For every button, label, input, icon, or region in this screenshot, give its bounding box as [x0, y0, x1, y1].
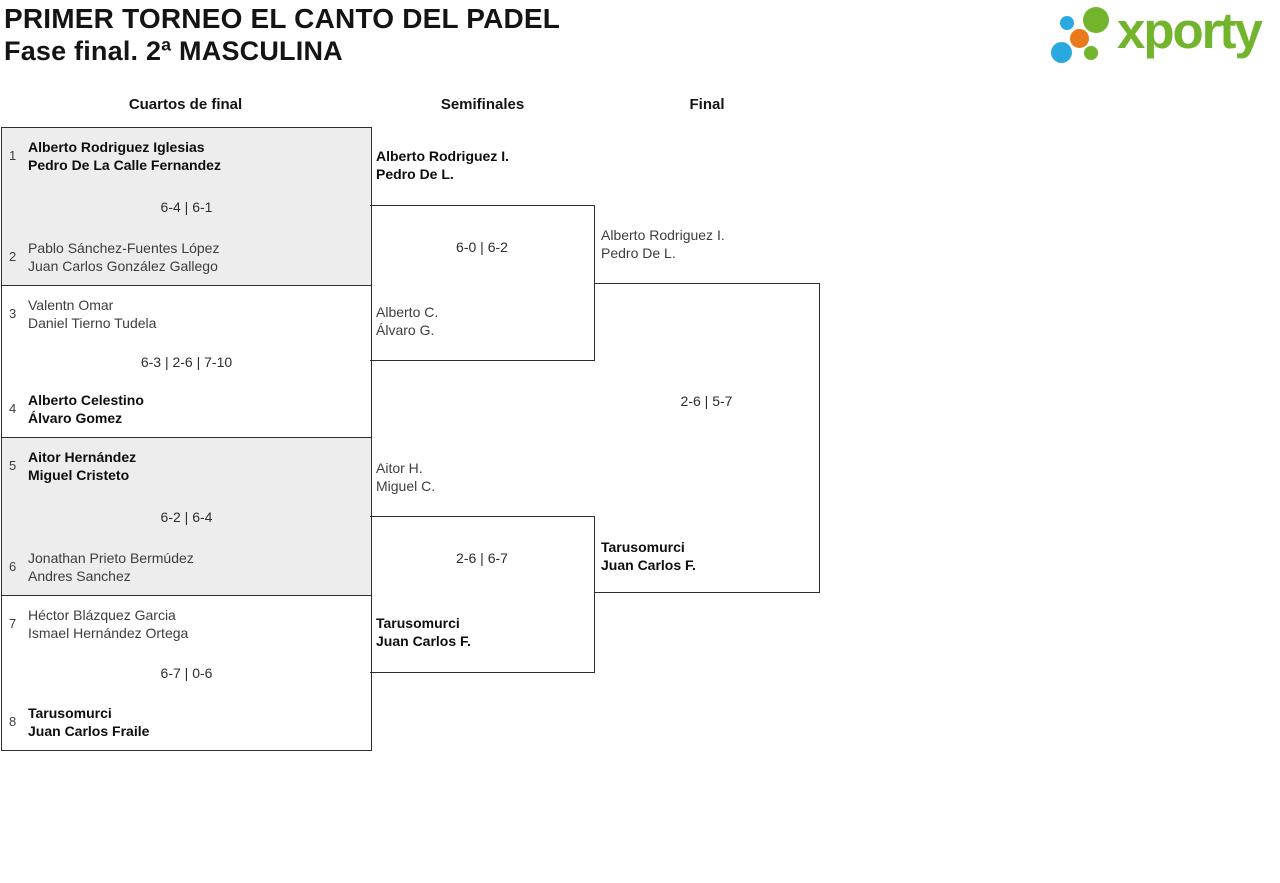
- match-score: 6-2 | 6-4: [160, 508, 213, 525]
- player-name: Pedro De L.: [376, 166, 454, 182]
- player-name: Tarusomurci: [376, 615, 460, 631]
- player-name: Pablo Sánchez-Fuentes López: [28, 240, 220, 256]
- final-team-bottom: Tarusomurci Juan Carlos F.: [601, 538, 696, 574]
- final-team-top: Alberto Rodriguez I. Pedro De L.: [601, 226, 725, 262]
- semifinal-1-team-bottom: Alberto C. Álvaro G.: [376, 303, 438, 339]
- team-pair: Alberto Rodriguez Iglesias Pedro De La C…: [28, 138, 221, 174]
- final-score: 2-6 | 5-7: [680, 393, 733, 409]
- seed-number: 1: [9, 148, 17, 163]
- player-name: Alberto Rodriguez I.: [376, 148, 509, 164]
- team-pair: Valentn Omar Daniel Tierno Tudela: [28, 296, 156, 332]
- player-name: Juan Carlos Fraile: [28, 723, 150, 739]
- quarterfinals-column: 1 Alberto Rodriguez Iglesias Pedro De La…: [1, 127, 372, 751]
- seed-number: 5: [9, 458, 17, 473]
- final-bracket: 2-6 | 5-7 Tarusomurci Juan Carlos F.: [594, 283, 820, 593]
- team-pair: Pablo Sánchez-Fuentes López Juan Carlos …: [28, 239, 219, 275]
- logo-dot-green-small-icon: [1084, 46, 1098, 60]
- match-score: 6-7 | 0-6: [160, 665, 213, 681]
- player-name: Ismael Hernández Ortega: [28, 625, 189, 641]
- player-name: Miguel Cristeto: [28, 467, 130, 483]
- round-header-cuartos: Cuartos de final: [128, 96, 243, 113]
- player-name: Alberto Rodriguez I.: [601, 227, 725, 243]
- logo-wordmark: xporty: [1117, 2, 1263, 59]
- match-score: 6-4 | 6-1: [160, 198, 213, 215]
- seed-number: 8: [9, 714, 17, 729]
- player-name: Álvaro G.: [376, 322, 435, 338]
- player-name: Tarusomurci: [601, 539, 685, 555]
- semifinal-1-team-top: Alberto Rodriguez I. Pedro De L.: [376, 147, 509, 183]
- logo-dot-blue-small-icon: [1060, 16, 1074, 30]
- player-name: Jonathan Prieto Bermúdez: [28, 550, 194, 566]
- player-name: Daniel Tierno Tudela: [28, 315, 157, 331]
- semifinal-2-score: 2-6 | 6-7: [456, 550, 508, 566]
- seed-number: 7: [9, 616, 17, 631]
- logo-dot-blue-large-icon: [1051, 42, 1072, 63]
- semifinal-2-team-bottom: Tarusomurci Juan Carlos F.: [376, 614, 471, 650]
- tournament-title: PRIMER TORNEO EL CANTO DEL PADEL: [4, 3, 561, 34]
- semifinal-1-score: 6-0 | 6-2: [456, 239, 508, 255]
- player-name: Aitor Hernández: [28, 449, 137, 465]
- seed-number: 3: [9, 306, 17, 321]
- team-pair: Alberto Celestino Álvaro Gomez: [28, 391, 144, 427]
- seed-number: 4: [9, 401, 17, 416]
- quarterfinal-match-3: 5 Aitor Hernández Miguel Cristeto 6-2 | …: [2, 438, 371, 596]
- logo-dot-green-large-icon: [1083, 7, 1109, 33]
- player-name: Alberto Rodriguez Iglesias: [28, 139, 205, 155]
- team-pair: Héctor Blázquez Garcia Ismael Hernández …: [28, 606, 188, 642]
- player-name: Alberto C.: [376, 304, 439, 320]
- player-name: Andres Sanchez: [28, 568, 131, 584]
- player-name: Juan Carlos F.: [376, 633, 471, 649]
- player-name: Pedro De La Calle Fernandez: [28, 157, 221, 173]
- player-name: Valentn Omar: [28, 297, 114, 313]
- player-name: Aitor H.: [376, 460, 423, 476]
- player-name: Tarusomurci: [28, 705, 112, 721]
- logo-dot-orange-icon: [1070, 29, 1089, 48]
- team-pair: Tarusomurci Juan Carlos Fraile: [28, 704, 149, 740]
- player-name: Miguel C.: [376, 478, 436, 494]
- semifinal-2-bracket: 2-6 | 6-7 Tarusomurci Juan Carlos F.: [370, 516, 595, 673]
- semifinal-1-bracket: 6-0 | 6-2 Alberto C. Álvaro G.: [370, 205, 595, 361]
- player-name: Héctor Blázquez Garcia: [28, 607, 176, 623]
- phase-subtitle: Fase final. 2ª MASCULINA: [4, 36, 343, 66]
- match-score: 6-3 | 2-6 | 7-10: [140, 353, 233, 370]
- player-name: Alberto Celestino: [28, 392, 144, 408]
- xporty-logo: xporty: [1045, 0, 1280, 75]
- page-title: PRIMER TORNEO EL CANTO DEL PADEL Fase fi…: [4, 2, 560, 68]
- quarterfinal-match-4: 7 Héctor Blázquez Garcia Ismael Hernánde…: [2, 596, 371, 750]
- round-header-semifinales: Semifinales: [440, 96, 525, 113]
- round-header-final: Final: [689, 96, 725, 113]
- team-pair: Aitor Hernández Miguel Cristeto: [28, 448, 136, 484]
- seed-number: 2: [9, 249, 17, 264]
- player-name: Juan Carlos González Gallego: [28, 258, 218, 274]
- player-name: Pedro De L.: [601, 245, 676, 261]
- quarterfinal-match-2: 3 Valentn Omar Daniel Tierno Tudela 6-3 …: [2, 286, 371, 438]
- seed-number: 6: [9, 559, 17, 574]
- team-pair: Jonathan Prieto Bermúdez Andres Sanchez: [28, 549, 194, 585]
- semifinal-2-team-top: Aitor H. Miguel C.: [376, 459, 435, 495]
- player-name: Juan Carlos F.: [601, 557, 696, 573]
- player-name: Álvaro Gomez: [28, 410, 123, 426]
- quarterfinal-match-1: 1 Alberto Rodriguez Iglesias Pedro De La…: [2, 128, 371, 286]
